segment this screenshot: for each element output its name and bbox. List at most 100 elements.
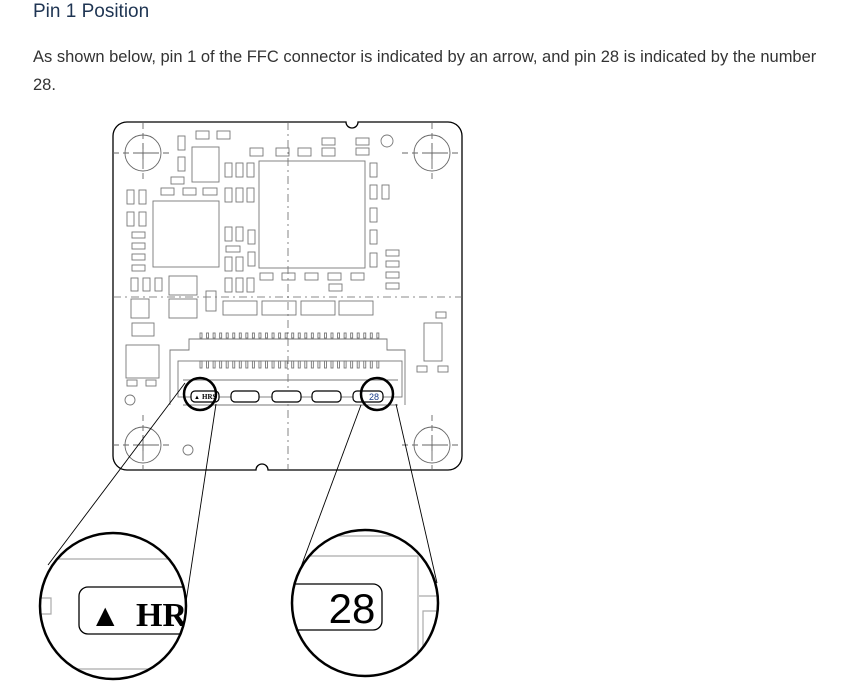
connector-pin xyxy=(206,332,210,339)
component-footprint xyxy=(246,162,255,178)
connector-pin xyxy=(278,360,282,369)
component-footprint xyxy=(170,176,185,185)
component-footprint xyxy=(247,229,256,245)
component-footprint xyxy=(281,272,296,281)
connector-pin xyxy=(337,360,340,369)
component-footprint xyxy=(225,245,241,253)
component-footprint xyxy=(259,272,274,281)
connector-pin xyxy=(238,332,242,339)
connector-pin xyxy=(258,360,262,369)
center-lines xyxy=(113,122,462,470)
component-footprint xyxy=(138,189,147,205)
component-footprint xyxy=(131,264,146,272)
component-footprint xyxy=(235,187,244,203)
component-footprint xyxy=(416,365,428,373)
connector-pin xyxy=(265,332,268,339)
connector-pin xyxy=(245,360,249,369)
connector-pin xyxy=(343,360,347,369)
component-footprint xyxy=(191,146,220,183)
connector-pin xyxy=(356,332,360,339)
component-footprint xyxy=(327,272,342,281)
connector-pin xyxy=(363,332,367,339)
component-footprint xyxy=(168,298,198,319)
component-footprint xyxy=(369,162,378,178)
connector-pin xyxy=(278,332,282,339)
component-footprint xyxy=(275,147,290,157)
connector-pin xyxy=(337,332,340,339)
connector-pin xyxy=(310,360,314,369)
connector-pin xyxy=(330,360,334,369)
connector-pin xyxy=(376,332,380,339)
pin1-marker-small: ▲ xyxy=(194,395,200,401)
component-footprint xyxy=(300,300,336,316)
connector-slot xyxy=(311,390,342,403)
component-footprint xyxy=(205,290,217,312)
component-footprint xyxy=(130,277,139,292)
magnified-pin1: ▲ HRS xyxy=(40,540,206,679)
component-footprint xyxy=(369,207,378,223)
component-footprint xyxy=(321,147,336,157)
connector-pin xyxy=(356,360,360,369)
component-footprint xyxy=(224,226,233,242)
component-footprint xyxy=(224,277,233,293)
component-footprint xyxy=(152,200,220,268)
connector-pin xyxy=(317,360,321,369)
connector-slot xyxy=(190,390,220,403)
connector-pin xyxy=(219,332,223,339)
connector-pin xyxy=(232,360,236,369)
connector-pin xyxy=(258,332,262,339)
connector-pin xyxy=(297,360,301,369)
connector-pin xyxy=(297,332,301,339)
fiducial-mark xyxy=(182,444,194,456)
connector-pin xyxy=(304,332,308,339)
connector-pin xyxy=(225,332,229,339)
component-footprint xyxy=(235,256,244,272)
component-footprint xyxy=(235,162,244,178)
connector-pin xyxy=(350,332,354,339)
component-footprint xyxy=(369,229,378,245)
component-footprint xyxy=(249,147,264,157)
connector-pin xyxy=(212,360,216,369)
section-title: Pin 1 Position xyxy=(33,1,150,22)
connector-slot xyxy=(230,390,260,403)
connector-pin xyxy=(206,360,210,369)
connector-pin xyxy=(212,332,216,339)
component-footprint xyxy=(202,187,218,196)
connector-pin xyxy=(238,360,242,369)
magnified-pin28: 28 xyxy=(292,530,438,676)
pcb-board xyxy=(112,121,463,471)
component-footprint xyxy=(126,189,135,205)
mounting-holes xyxy=(113,123,462,475)
component-footprint xyxy=(168,275,198,296)
component-footprint xyxy=(385,260,400,268)
connector-pin xyxy=(219,360,223,369)
pin1-arrow-magnified: ▲ xyxy=(96,601,115,629)
section-description: As shown below, pin 1 of the FFC connect… xyxy=(33,48,817,94)
component-footprint xyxy=(355,137,370,146)
logo-magnified: HRS xyxy=(136,597,206,634)
connector-pin xyxy=(363,360,367,369)
component-footprint xyxy=(195,130,210,140)
component-footprint xyxy=(385,249,400,257)
connector-pin xyxy=(245,332,249,339)
component-footprint xyxy=(423,322,443,362)
component-footprint xyxy=(385,282,400,290)
fiducial-mark xyxy=(124,394,136,406)
pin28-label-magnified: 28 xyxy=(329,585,376,632)
component-footprint xyxy=(224,256,233,272)
connector-pin xyxy=(232,332,236,339)
connector-pin xyxy=(225,360,229,369)
connector-pin xyxy=(251,332,255,339)
component-footprint xyxy=(355,147,370,156)
component-footprint xyxy=(369,184,378,200)
component-footprint xyxy=(235,277,244,293)
connector-pin xyxy=(199,332,203,339)
component-footprint xyxy=(328,283,343,292)
component-footprint xyxy=(131,322,155,337)
connector-pin xyxy=(324,360,327,369)
connector-pin xyxy=(199,360,203,369)
component-footprint xyxy=(261,300,297,316)
component-footprint xyxy=(258,160,366,269)
connector-pin xyxy=(291,332,295,339)
